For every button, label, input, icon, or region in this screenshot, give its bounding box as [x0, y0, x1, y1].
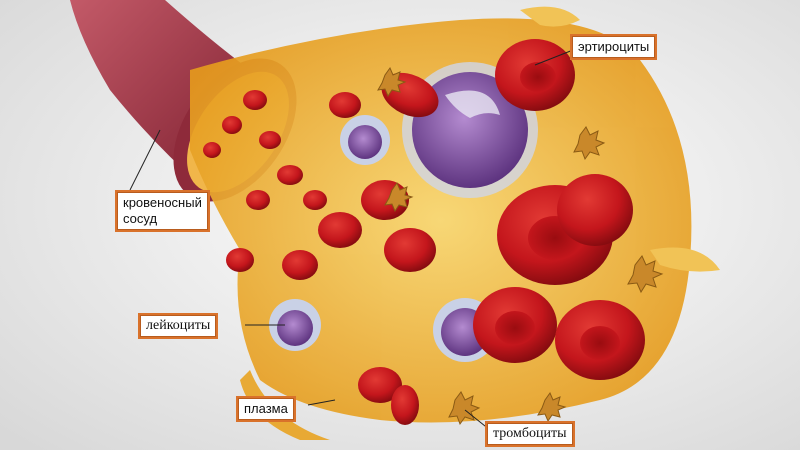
erythrocyte: [358, 367, 419, 425]
platelets: [377, 66, 664, 426]
erythrocyte: [384, 228, 436, 272]
erythrocyte: [203, 90, 327, 210]
platelet: [377, 66, 407, 98]
platelet: [537, 391, 567, 423]
label-plasma: плазма: [236, 396, 296, 422]
erythrocyte: [495, 39, 575, 111]
leader-line-plasma: [307, 399, 336, 406]
leukocyte-small: [269, 299, 321, 351]
platelet: [627, 255, 664, 294]
leukocyte-vessel: [340, 115, 390, 165]
erythrocyte: [555, 300, 645, 380]
label-platelets: тромбоциты: [485, 421, 575, 447]
leader-line-erythrocytes: [534, 49, 574, 66]
erythrocyte: [557, 174, 633, 246]
label-blood-vessel: кровеносный сосуд: [115, 190, 210, 232]
leader-lines: [129, 49, 574, 431]
platelet: [573, 126, 606, 161]
erythrocyte: [226, 248, 254, 272]
label-erythrocytes: эртироциты: [570, 34, 658, 60]
erythrocyte: [329, 92, 361, 118]
platelet: [384, 181, 414, 213]
leader-line-vessel: [129, 129, 161, 191]
erythrocyte: [318, 212, 362, 248]
erythrocytes: [203, 39, 645, 425]
label-leukocytes: лейкоциты: [138, 313, 219, 339]
erythrocyte: [282, 250, 318, 280]
erythrocyte: [473, 287, 557, 363]
